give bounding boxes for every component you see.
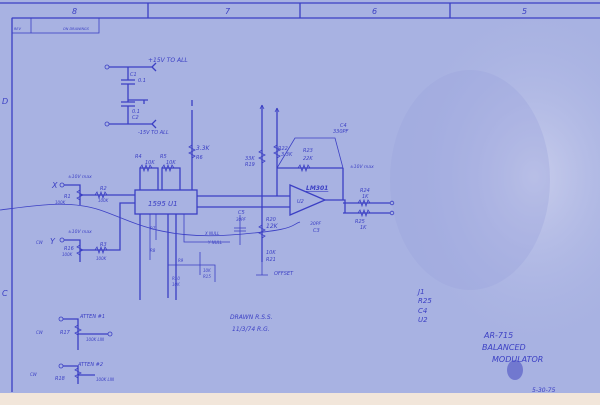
drawn-date: 11/3/74 R.G. (232, 326, 270, 333)
atten1-value: 100K LIN (86, 337, 104, 342)
r5-value: 10K (166, 160, 176, 166)
r21-value: 10K (266, 250, 276, 256)
r17-label: R17 (60, 330, 71, 336)
zone-5: 5 (522, 7, 527, 16)
r23-value: 22K (303, 156, 313, 162)
y-null-label: Y NULL (208, 240, 222, 245)
x-range-label: ±10V max (68, 174, 92, 180)
r15-value: 10K (203, 268, 211, 273)
r4-label: R4 (135, 154, 142, 160)
r5-label: R5 (160, 154, 167, 160)
c1-label: C1 (130, 72, 137, 78)
cw1-label: CW (36, 330, 44, 335)
r25-value: 1K (360, 225, 367, 231)
part-u2: U2 (418, 316, 428, 324)
r4-value: 10K (145, 160, 155, 166)
atten2-value: 100K LIN (96, 377, 114, 382)
c2-value: 0.1 (132, 109, 140, 115)
r21-label: R21 (266, 257, 276, 263)
r19-label: R19 (245, 162, 255, 168)
r3-label: R3 (100, 242, 107, 248)
r18-label: R18 (55, 376, 65, 382)
on-drawings-label: ON DRAWINGS (63, 27, 90, 31)
r3-value: 100K (96, 256, 107, 261)
r15-label: R15 (203, 274, 211, 279)
u2-ref: U2 (297, 199, 304, 205)
x-null-label: X NULL (204, 231, 219, 236)
r24-label: R24 (360, 188, 370, 194)
drawn-by: DRAWN R.S.S. (230, 314, 273, 321)
zone-6: 6 (372, 7, 377, 16)
u1-label: 1595 U1 (148, 200, 178, 208)
zone-d: D (2, 97, 8, 106)
r24-value: 1K (362, 194, 369, 200)
r22-value: 3.3K (281, 152, 293, 158)
cw2-label: CW (30, 372, 38, 377)
part-j1: J1 (416, 288, 425, 296)
r16-label: R16 (64, 246, 74, 252)
c5-value: 30PF (236, 217, 247, 222)
r20-value: 12K (266, 223, 279, 230)
neg-supply-label: -15V TO ALL (138, 130, 169, 136)
r6-label: R6 (196, 155, 203, 161)
c5-label: C5 (238, 210, 245, 216)
part-r25: R25 (418, 297, 432, 305)
c4-label: C4 (340, 123, 347, 129)
c2-label: C2 (132, 115, 139, 121)
x-input-label: X (51, 181, 58, 190)
r1-value: 100K (55, 200, 66, 205)
r19-value: 33K (245, 156, 255, 162)
r9-label: R9 (178, 258, 184, 263)
c3-label: C3 (313, 228, 320, 234)
u2-label: LM301 (306, 185, 328, 192)
r2-value: 100K (98, 198, 109, 203)
r8-label: R8 (150, 248, 156, 253)
zone-7: 7 (225, 7, 231, 16)
atten2-label: ATTEN #2 (77, 362, 103, 368)
y-input-label: Y (50, 237, 56, 246)
ink-blot (507, 360, 523, 380)
r2-label: R2 (100, 186, 107, 192)
c3-value: 30PF (310, 221, 321, 227)
title-notes: DRAWN R.S.S. 11/3/74 R.G. J1 R25 C4 U2 A… (230, 288, 556, 394)
u1-multiplier: 1595 U1 R4 10K R5 10K 3.3K R6 R7 R8 R9 R… (134, 100, 290, 300)
zone-8: 8 (72, 7, 77, 16)
atten1-label: ATTEN #1 (79, 314, 105, 320)
title-line-3: MODULATOR (492, 355, 543, 364)
drawing-border: 8 7 6 5 D C REV ON DRAWINGS (0, 2, 600, 392)
r1-label: R1 (64, 194, 71, 200)
offset-label: OFFSET (274, 271, 294, 277)
r10-value: 10K (172, 282, 180, 287)
revision-date: 5-30-75 (532, 387, 556, 394)
title-line-2: BALANCED (482, 343, 526, 352)
r6-value: 3.3K (196, 145, 211, 152)
r25-label: R25 (355, 219, 365, 225)
r22-label: R22 (278, 146, 288, 152)
r20-label: R20 (266, 217, 276, 223)
r10-label: R10 (172, 276, 180, 281)
y-range-label: ±10V max (68, 229, 92, 235)
r23-label: R23 (303, 148, 313, 154)
rev-label: REV (14, 27, 22, 31)
power-decoupling: +15V TO ALL -15V TO ALL C1 0.1 0.1 C2 (104, 57, 188, 136)
zone-c: C (2, 289, 8, 298)
r16-value: 100K (62, 252, 73, 257)
cw-label: CW (36, 240, 44, 245)
inputs: X Y ±10V max ±10V max R1 100K R2 100K R1… (0, 174, 301, 262)
c4-value: 330PF (333, 129, 349, 135)
pos-supply-label: +15V TO ALL (148, 57, 188, 64)
c1-value: 0.1 (138, 78, 146, 84)
u2-output-amp: U2 LM301 33K R19 R22 3.3K R23 22K C4 330… (234, 104, 395, 277)
attenuators: R17 ATTEN #1 100K LIN R18 ATTEN #2 100K … (30, 314, 114, 384)
title-line-1: AR-715 (483, 331, 513, 340)
part-c4: C4 (418, 307, 427, 315)
output-range-label: ±10V max (350, 164, 374, 170)
